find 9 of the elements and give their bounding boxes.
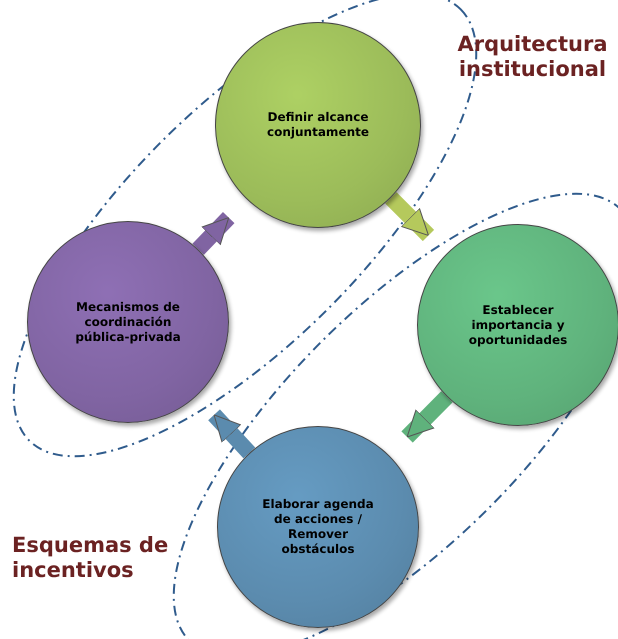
node-label: Elaborar agenda de acciones / Remover obstáculos: [261, 497, 375, 557]
node-label: Definir alcance conjuntamente: [266, 110, 370, 140]
block-arrow: [401, 391, 453, 443]
block-arrow: [385, 192, 434, 242]
node-label: Establecer importancia y oportunidades: [468, 302, 568, 348]
block-arrow: [192, 212, 234, 255]
group-label: Arquitectura institucional: [456, 32, 609, 82]
group-label: Esquemas de incentivos: [12, 533, 170, 584]
node-label: Mecanismos de coordinación pública-privada: [74, 300, 182, 344]
